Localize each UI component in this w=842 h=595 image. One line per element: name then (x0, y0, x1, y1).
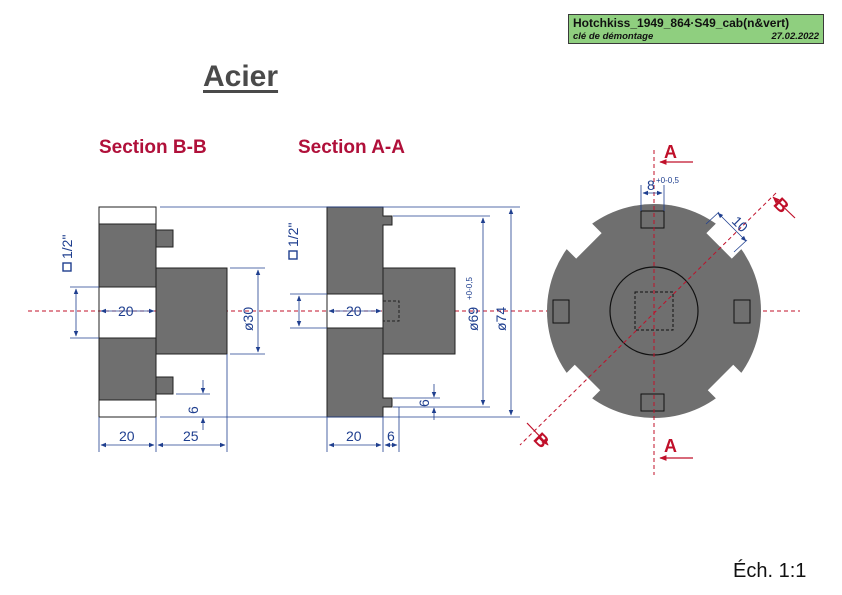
section-b-lug-top (155, 229, 174, 248)
dim-bottom-25-b: 25 (183, 428, 199, 444)
section-b-hub (155, 267, 228, 355)
section-a-view (326, 206, 456, 418)
dim-width-b: 20 (118, 303, 134, 319)
dim-bottom-20-a: 20 (346, 428, 362, 444)
title-block-name: Hotchkiss_1949_864·S49_cab(n&vert) (573, 16, 790, 30)
dim-diameter-69-tolerance: +0-0,5 (465, 277, 474, 300)
section-b-lug-bottom (155, 376, 174, 395)
dim-slot-8-tolerance: +0-0,5 (656, 176, 679, 185)
dim-diameter-30: ø30 (240, 307, 256, 331)
section-mark-b-bottom: B (530, 429, 553, 452)
section-a-hidden-square (382, 300, 400, 322)
dim-square-b: 1/2" (59, 235, 75, 259)
section-marks (526, 159, 796, 461)
dim-diameter-74: ø74 (493, 307, 509, 331)
dim-lug-6-b: 6 (185, 406, 201, 414)
section-mark-a-bottom: A (664, 436, 677, 456)
square-symbol-a (288, 250, 298, 260)
dim-width-a: 20 (346, 303, 362, 319)
scale-label: Éch. 1:1 (733, 560, 807, 582)
lug-right (733, 299, 751, 324)
front-view (519, 150, 777, 475)
dimension-lines (70, 185, 748, 452)
section-mark-a-top: A (664, 142, 677, 162)
section-a-hub (382, 267, 456, 355)
lug-top (640, 210, 665, 229)
section-a-label: Section A-A (298, 137, 405, 158)
title-block-subtitle: clé de démontage (573, 31, 654, 42)
section-b-view (98, 206, 228, 418)
material-heading: Acier (203, 60, 279, 93)
dim-square-a: 1/2" (285, 223, 301, 247)
section-b-bottom-white (98, 399, 157, 418)
dim-bottom-20-b: 20 (119, 428, 135, 444)
lug-bottom (640, 393, 665, 412)
title-block: Hotchkiss_1949_864·S49_cab(n&vert) clé d… (568, 14, 824, 44)
section-b-top-white (98, 206, 157, 225)
square-drive-hidden (634, 291, 674, 331)
dim-slot-8: 8 (647, 177, 655, 193)
lug-left (552, 299, 570, 324)
section-b-label: Section B-B (99, 137, 207, 158)
dim-diameter-69: ø69 (465, 307, 481, 331)
section-b-lower-body (98, 337, 157, 401)
section-b-upper-body (98, 223, 157, 288)
dim-lug-6-a: 6 (416, 399, 432, 407)
square-symbol-b (62, 262, 72, 272)
title-block-date: 27.02.2022 (771, 31, 819, 42)
dim-bottom-6-a: 6 (387, 428, 395, 444)
